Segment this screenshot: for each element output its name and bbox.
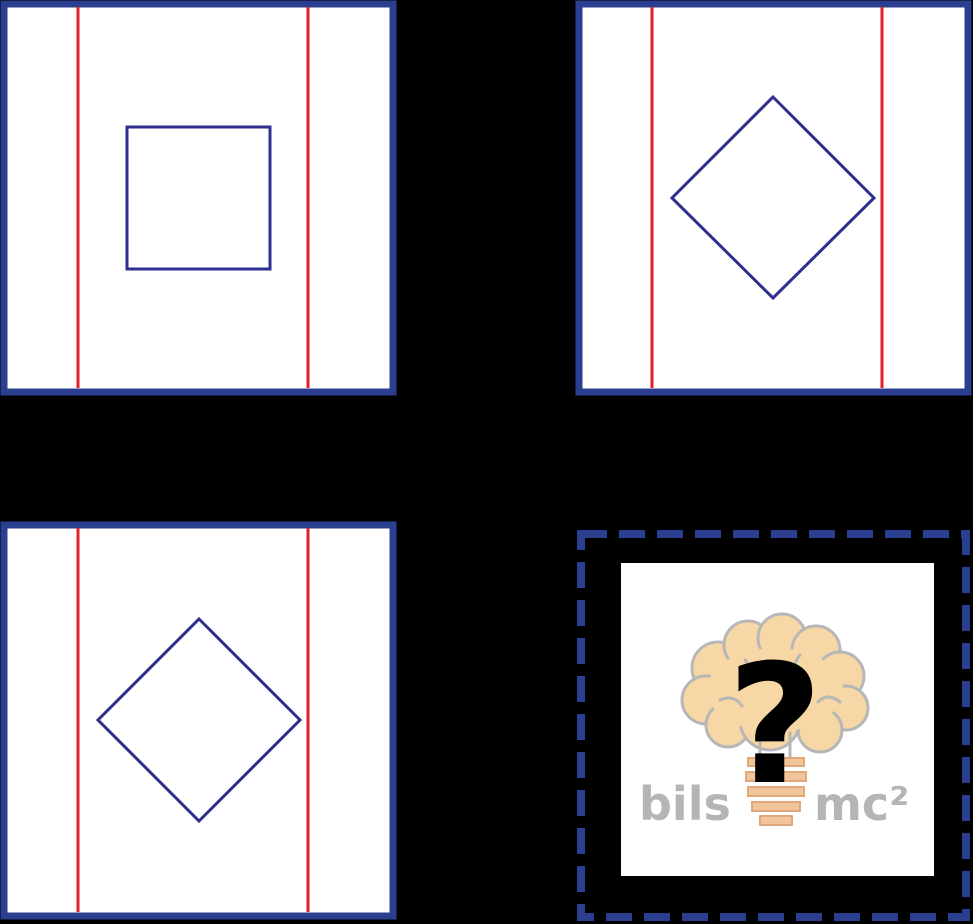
panel-frame <box>575 0 972 396</box>
panel-top-right <box>575 0 972 396</box>
logo-brain-icon <box>680 612 870 826</box>
panel-frame <box>0 0 397 396</box>
panel-bottom-left <box>0 521 397 920</box>
logo-text-left: bils <box>639 777 731 831</box>
panel-frame <box>0 521 397 920</box>
panel-answer[interactable]: bils mc² ? <box>577 530 970 921</box>
panel-top-left <box>0 0 397 396</box>
square-shape <box>125 125 272 271</box>
diamond-shape <box>95 616 303 824</box>
bulb-base <box>745 757 807 826</box>
question-mark: ? <box>727 629 823 821</box>
diamond-shape <box>669 94 877 301</box>
logo-text-right: mc² <box>814 777 909 831</box>
